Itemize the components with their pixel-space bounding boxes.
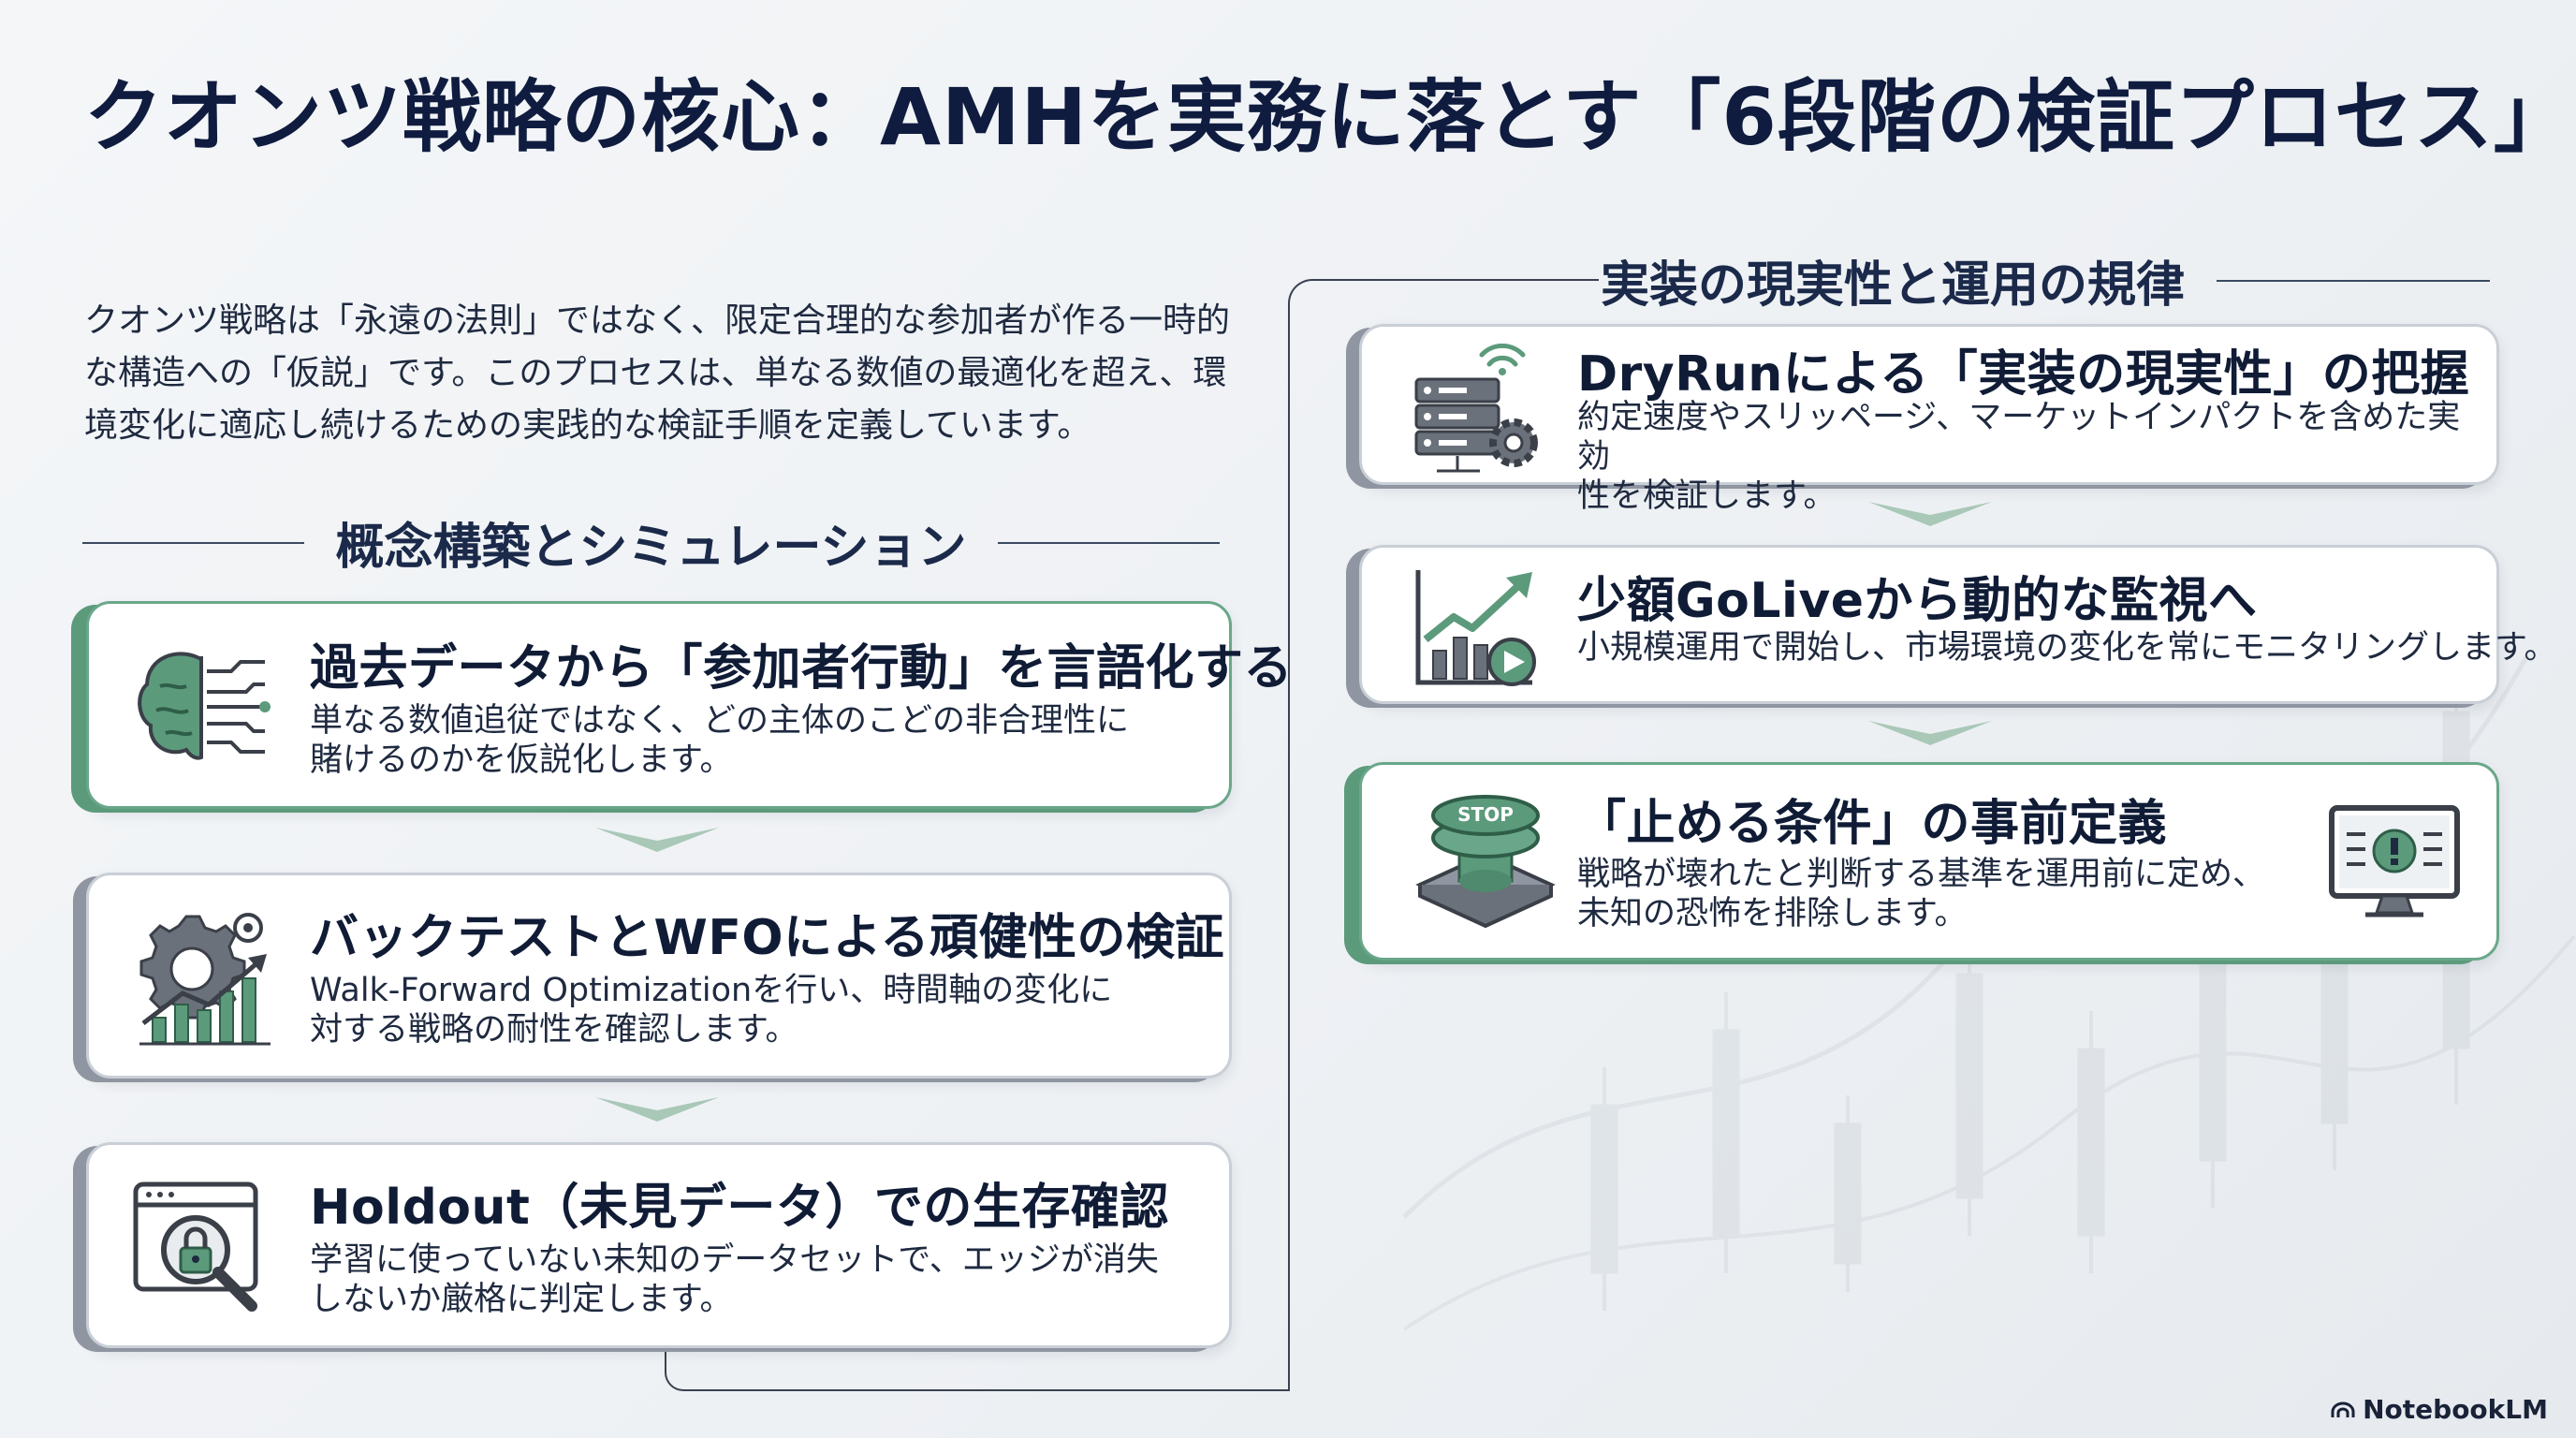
locked-search-window-icon: [133, 1181, 258, 1312]
heading-rule-right: [998, 541, 1221, 544]
step-title: 過去データから「参加者行動」を言語化する: [310, 640, 1294, 697]
step-card-5: 少額GoLiveから動的な監視へ 小規模運用で開始し、市場環境の変化を常にモニタ…: [1359, 545, 2557, 704]
flow-connector-right: [1288, 279, 1599, 1391]
desc-line: しないか厳格に判定します。: [310, 1281, 733, 1318]
step-title: 「止める条件」の事前定義: [1577, 796, 2168, 852]
intro-text: クオンツ戦略は「永遠の法則」ではなく、限定合理的な参加者が作る一時的な構造への「…: [84, 301, 1231, 445]
desc-line: 賭けるのかを仮説化します。: [310, 741, 733, 779]
chevron-down-icon: [595, 828, 719, 852]
desc-line: 小規模運用で開始し、市場環境の変化を常にモニタリングします。: [1577, 629, 2557, 667]
stop-button-icon: STOP: [1415, 795, 1556, 929]
brain-circuit-icon: [138, 652, 271, 760]
step-description: 単なる数値追従ではなく、どの主体のこどの非合理性に 賭けるのかを仮説化します。: [310, 701, 1208, 780]
step-card-6: STOP 「止める条件」の事前定義 戦略が壊れたと判断する基準を運用前に定め、 …: [1359, 762, 2499, 961]
chevron-down-icon: [595, 1097, 719, 1122]
desc-line: 対する戦略の耐性を確認します。: [310, 1011, 798, 1049]
gear-chart-icon: [139, 913, 271, 1046]
step-description: 学習に使っていない未知のデータセットで、エッジが消失 しないか厳格に判定します。: [310, 1240, 1208, 1319]
step-title: Holdout（未見データ）での生存確認: [310, 1180, 1169, 1236]
heading-rule-right: [2217, 279, 2490, 282]
desc-line: 戦略が壊れたと判断する基準を運用前に定め、: [1577, 856, 2266, 893]
brand-label: NotebookLM: [2363, 1394, 2548, 1425]
desc-line: 性を検証します。: [1577, 477, 1837, 515]
step-description: Walk-Forward Optimizationを行い、時間軸の変化に 対する…: [310, 971, 1208, 1049]
chevron-down-icon: [1868, 721, 1992, 745]
step-title: バックテストとWFOによる頑健性の検証: [310, 910, 1225, 966]
step-description: 小規模運用で開始し、市場環境の変化を常にモニタリングします。: [1577, 628, 2557, 668]
step-card-2: バックテストとWFOによる頑健性の検証 Walk-Forward Optimiz…: [86, 873, 1232, 1078]
notebooklm-logo-icon: [2331, 1401, 2355, 1417]
step-card-3: Holdout（未見データ）での生存確認 学習に使っていない未知のデータセットで…: [86, 1142, 1232, 1348]
brand-watermark: NotebookLM: [2331, 1394, 2548, 1425]
step-card-1: 過去データから「参加者行動」を言語化する 単なる数値追従ではなく、どの主体のこど…: [86, 601, 1293, 809]
step-title: 少額GoLiveから動的な監視へ: [1577, 573, 2258, 629]
growth-chart-play-icon: [1415, 570, 1536, 686]
desc-line: 学習に使っていない未知のデータセットで、エッジが消失: [310, 1241, 1159, 1279]
page-title: クオンツ戦略の核心：AMHを実務に落とす「6段階の検証プロセス」: [84, 71, 2573, 163]
server-gear-icon: [1414, 344, 1538, 473]
desc-line: Walk-Forward Optimizationを行い、時間軸の変化に: [310, 972, 1113, 1009]
step-card-4: DryRunによる「実装の現実性」の把握 約定速度やスリッページ、マーケットイン…: [1359, 324, 2499, 515]
step-description: 戦略が壊れたと判断する基準を運用前に定め、 未知の恐怖を排除します。: [1577, 855, 2326, 933]
flow-connector-bottom: [665, 1348, 1290, 1391]
chevron-down-icon: [1868, 502, 1992, 526]
step-title: DryRunによる「実装の現実性」の把握: [1577, 346, 2470, 403]
desc-line: 約定速度やスリッページ、マーケットインパクトを含めた実効: [1577, 399, 2461, 476]
desc-line: 単なる数値追従ではなく、どの主体のこどの非合理性に: [310, 702, 1130, 740]
step-description: 約定速度やスリッページ、マーケットインパクトを含めた実効 性を検証します。: [1577, 398, 2476, 516]
section-heading-implementation: 実装の現実性と運用の規律: [1601, 245, 2490, 315]
section-heading-label: 概念構築とシミュレーション: [335, 520, 967, 576]
desc-line: 未知の恐怖を排除します。: [1577, 895, 1968, 932]
section-heading-concept: 概念構築とシミュレーション: [82, 507, 1221, 578]
stop-badge-text: STOP: [1457, 803, 1514, 826]
heading-rule-left: [82, 541, 304, 544]
section-heading-label: 実装の現実性と運用の規律: [1601, 257, 2186, 314]
monitor-alert-icon: [2329, 805, 2460, 917]
